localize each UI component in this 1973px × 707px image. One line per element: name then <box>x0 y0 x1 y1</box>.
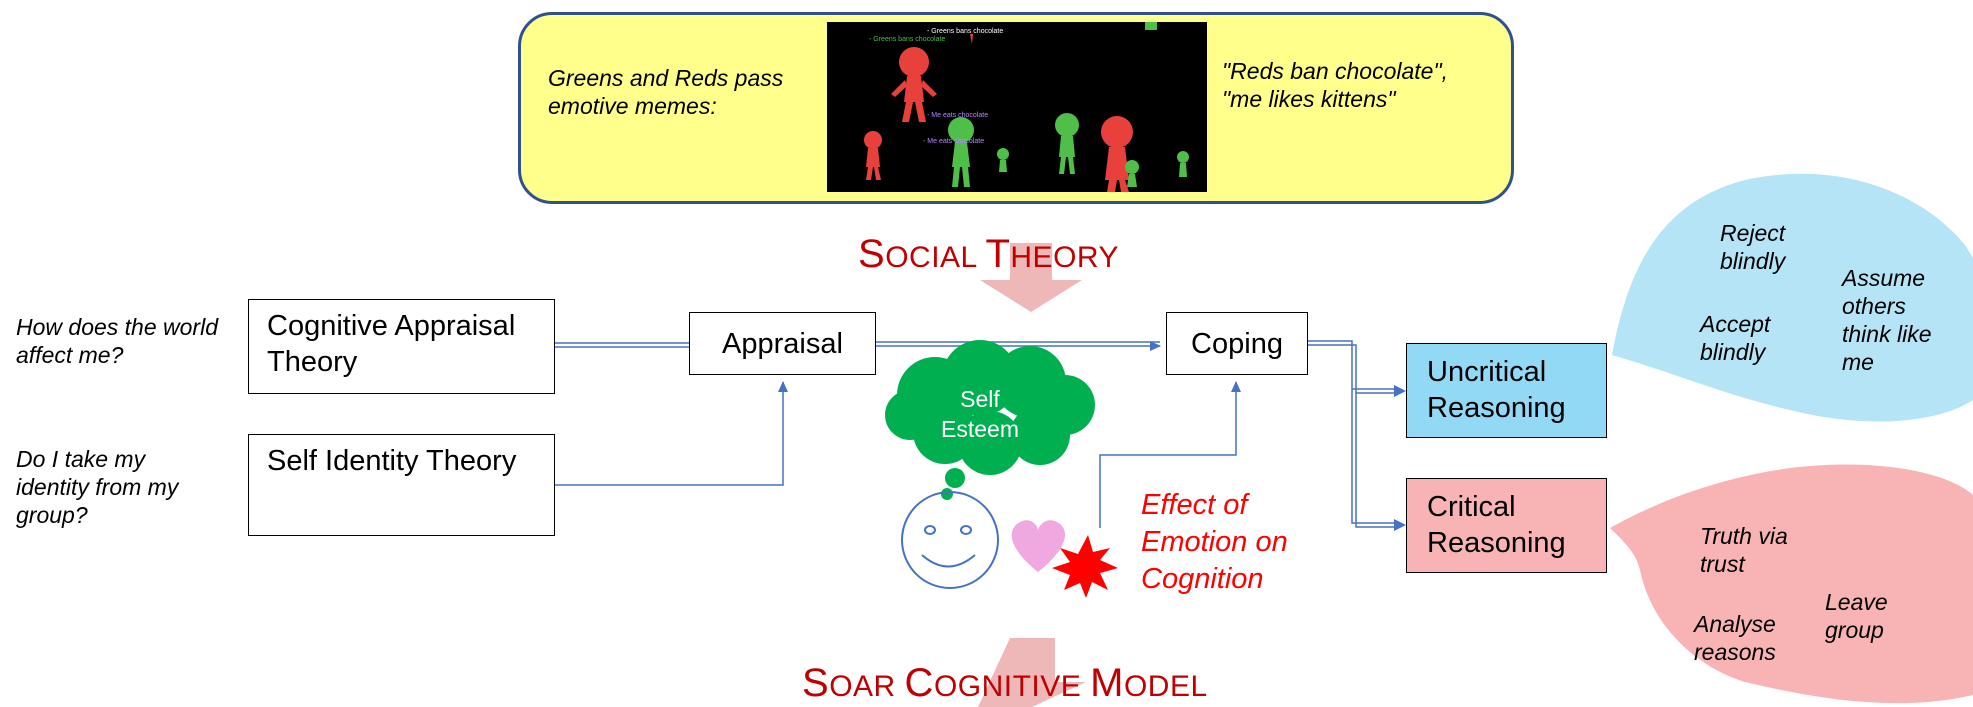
arrowhead-uncritical <box>1394 385 1406 397</box>
social-theory-arrow <box>980 243 1082 312</box>
assume-others-text: Assume others think like me <box>1842 265 1932 375</box>
emotion-burst-icon <box>1052 535 1118 598</box>
self-esteem-label: Self Esteem <box>941 386 1019 442</box>
accept-blindly-text: Accept blindly <box>1700 311 1771 365</box>
title-rest: ODEL <box>1123 670 1208 703</box>
green-alien <box>997 148 1009 172</box>
simulation-screenshot: - Greens bans chocolate - Greens bans ch… <box>827 22 1207 192</box>
meme-text: - Greens bans chocolate <box>927 28 1004 35</box>
soar-model-arrow <box>978 638 1086 707</box>
question-identity-group: Do I take my identity from my group? <box>16 446 179 528</box>
meme-text: - Me eats chocolate <box>927 112 989 119</box>
red-marker <box>970 34 973 44</box>
connector-cat-to-appraisal <box>555 342 689 348</box>
question-world-affect: How does the world affect me? <box>16 314 218 368</box>
red-alien <box>891 47 937 122</box>
effect-of-emotion-label: Effect of Emotion on Cognition <box>1141 489 1288 595</box>
green-alien <box>1125 160 1139 187</box>
simulation-scene <box>864 22 1189 192</box>
self-esteem-thought-cloud <box>885 340 1095 500</box>
title-rest: OCIAL <box>885 241 986 274</box>
truth-via-trust-text: Truth via trust <box>1700 523 1788 577</box>
banner-left-text: Greens and Reds pass emotive memes: <box>548 65 784 119</box>
title-cap: C <box>904 661 934 705</box>
appraisal-box: Appraisal <box>689 312 876 375</box>
title-rest: OAR <box>829 670 905 703</box>
leave-group-text: Leave group <box>1825 589 1888 643</box>
title-cap: S <box>802 661 830 705</box>
connector-appraisal-to-coping <box>876 341 1161 351</box>
title-rest: OGNITIVE <box>933 670 1091 703</box>
uncritical-reasoning-box: Uncritical Reasoning <box>1406 343 1607 438</box>
connector-sit-to-appraisal <box>555 381 788 486</box>
green-alien <box>1145 22 1157 30</box>
arrowhead-critical <box>1394 519 1406 531</box>
title-cap: S <box>858 232 886 276</box>
title-cap: M <box>1090 661 1124 705</box>
coping-box: Coping <box>1166 312 1308 375</box>
connector-effect-to-coping <box>1099 381 1241 528</box>
cognitive-appraisal-theory-box: Cognitive Appraisal Theory <box>248 299 555 394</box>
banner-right-text: "Reds ban chocolate", "me likes kittens" <box>1222 58 1449 112</box>
meme-text: - Greens bans chocolate <box>869 36 946 43</box>
reject-blindly-text: Reject blindly <box>1720 220 1786 274</box>
meme-text: - Me eats chocolate <box>923 138 985 145</box>
smiley-face-icon <box>901 491 999 589</box>
critical-speech-bubble <box>1610 464 1973 704</box>
self-identity-theory-box: Self Identity Theory <box>248 434 555 536</box>
title-cap: T <box>985 232 1011 276</box>
social-theory-title: SOCIAL THEORY <box>858 232 1119 277</box>
green-alien <box>1177 151 1189 177</box>
heart-icon <box>1011 520 1065 572</box>
green-alien <box>1055 113 1079 174</box>
uncritical-speech-bubble <box>1612 173 1973 422</box>
red-alien <box>1101 116 1133 192</box>
green-alien <box>948 117 974 187</box>
title-rest: HEORY <box>1010 241 1120 274</box>
critical-reasoning-box: Critical Reasoning <box>1406 478 1607 573</box>
analyse-reasons-text: Analyse reasons <box>1694 611 1776 665</box>
connector-coping-to-reasoning <box>1308 340 1400 528</box>
red-alien <box>864 131 882 180</box>
soar-cognitive-model-title: SOAR COGNITIVE MODEL <box>802 661 1208 706</box>
